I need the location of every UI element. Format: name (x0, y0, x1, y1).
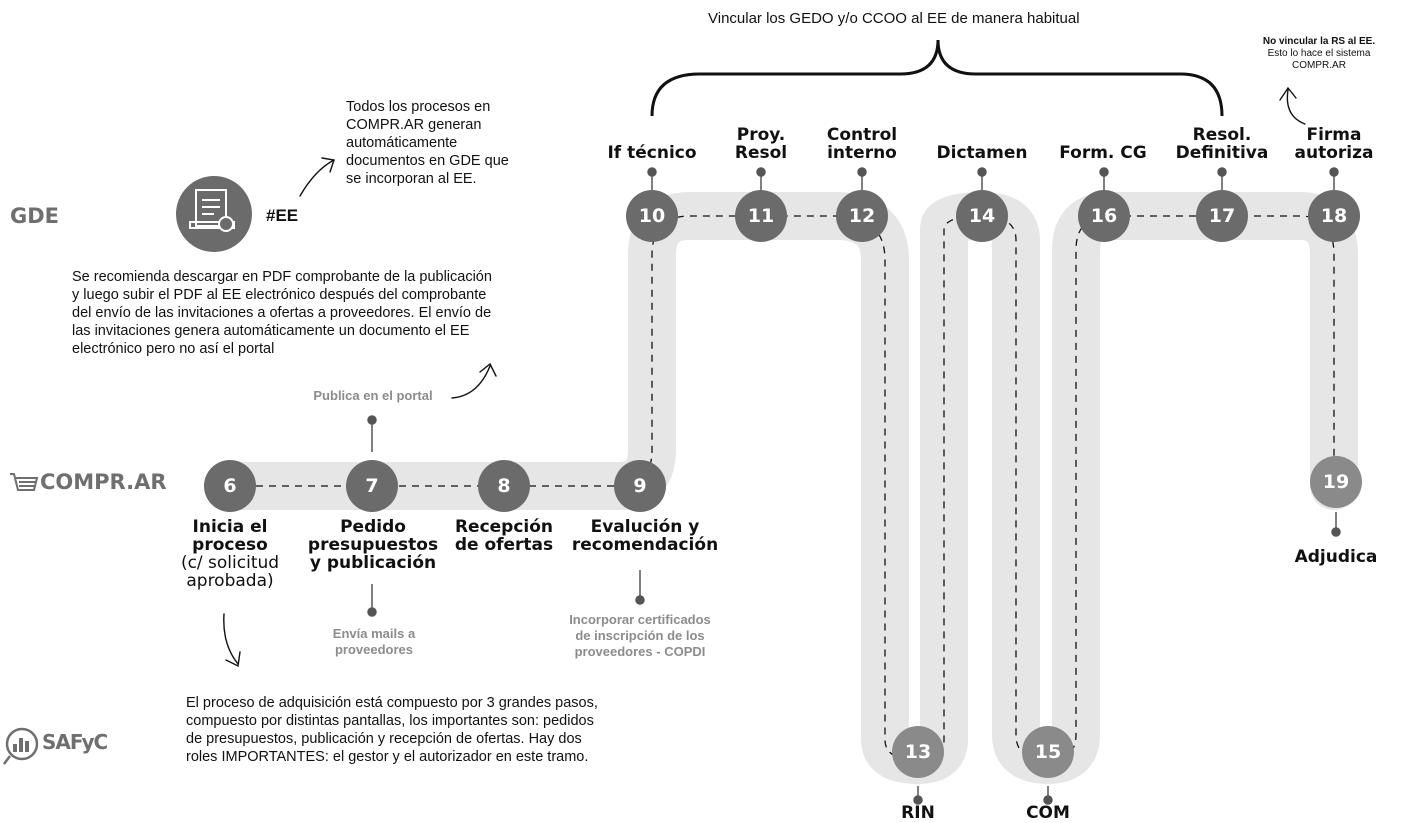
step-label-11: Proy. Resol (734, 125, 788, 163)
row-label-gde: GDE (10, 204, 60, 228)
step-label-6: Inicia el proceso (c/ solicitud aprobada… (180, 517, 280, 591)
step-node-18: 18 (1308, 190, 1360, 242)
step-node-14: 14 (956, 190, 1008, 242)
step-node-13: 13 (892, 726, 944, 778)
step-node-9: 9 (614, 460, 666, 512)
step-node-17: 17 (1196, 190, 1248, 242)
step-label-8: Recepción de ofertas (454, 517, 554, 555)
step-node-7: 7 (346, 460, 398, 512)
step-label-14: Dictamen (936, 143, 1028, 163)
step-label-9: Evalución y recomendación (571, 517, 719, 555)
process-note: El proceso de adquisición está compuesto… (186, 695, 598, 765)
step-label-10: If técnico (607, 143, 697, 163)
step-node-10: 10 (626, 190, 678, 242)
step-node-16: 16 (1078, 190, 1130, 242)
envia-label: Envía mails a proveedores (332, 626, 416, 657)
step-label-7: Pedido presupuestos y publicación (307, 517, 439, 573)
pdf-note: Se recomienda descargar en PDF comproban… (72, 269, 492, 357)
step-node-8: 8 (478, 460, 530, 512)
step-label-12: Control interno (826, 125, 898, 163)
brace-text: Vincular los GEDO y/o CCOO al EE de mane… (708, 10, 1080, 27)
document-icon (176, 176, 252, 252)
row-label-safyc: SAFyC (42, 730, 108, 754)
incorporar-label: Incorporar certificados de inscripción d… (569, 612, 711, 659)
step-node-12: 12 (836, 190, 888, 242)
step-label-16: Form. CG (1059, 143, 1147, 163)
rs-note: No vincular la RS al EE. Esto lo hace el… (1262, 36, 1376, 71)
step-node-19: 19 (1310, 456, 1362, 508)
publica-label: Publica en el portal (313, 388, 433, 403)
step-label-19: Adjudica (1294, 547, 1378, 567)
step-label-18: Firma autoriza (1294, 125, 1374, 163)
step-node-11: 11 (735, 190, 787, 242)
gde-note: Todos los procesos en COMPR.AR generan a… (346, 99, 509, 187)
step-label-17: Resol. Definitiva (1175, 125, 1269, 163)
step-label-15: COM (1026, 803, 1070, 823)
step-label-13: RIN (901, 803, 935, 823)
step-node-6: 6 (204, 460, 256, 512)
safyc-icon (3, 727, 39, 765)
step-node-15: 15 (1022, 726, 1074, 778)
row-label-comprar: COMPR.AR (40, 470, 167, 494)
cart-icon (10, 473, 39, 491)
ee-tag: #EE (266, 206, 299, 225)
